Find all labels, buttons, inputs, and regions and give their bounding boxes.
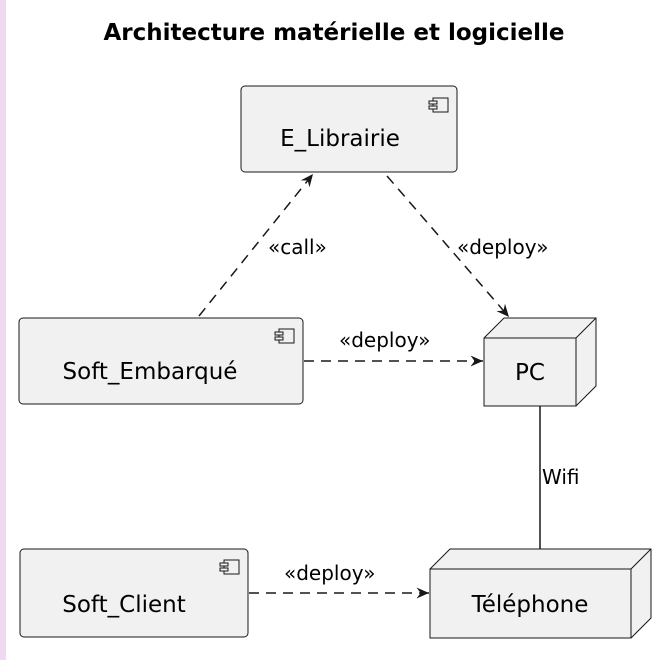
edge-call: «call» [198,173,327,317]
edge-label: «deploy» [339,328,430,352]
component-icon [274,328,295,344]
component-label: E_Librairie [280,126,400,152]
edge-label: Wifi [542,465,580,489]
node-label: PC [515,360,545,386]
diagram-title: Architecture matérielle et logicielle [103,20,565,46]
component-icon [428,97,449,113]
component-e-librairie[interactable]: E_Librairie [240,85,458,173]
edge-label: «deploy» [457,235,548,259]
component-soft-embarque[interactable]: Soft_Embarqué [18,317,304,405]
component-label: Soft_Client [62,592,185,618]
component-icon [219,559,240,575]
edge-wifi: Wifi [539,406,580,549]
edge-label: «call» [268,235,327,259]
component-soft-client[interactable]: Soft_Client [19,548,249,638]
node-label: Téléphone [471,592,589,618]
edge-deploy-elibrairie-pc: «deploy» [386,175,548,318]
component-label: Soft_Embarqué [63,359,238,385]
left-margin-band [0,0,6,660]
node-pc[interactable]: PC [483,317,597,407]
edge-label: «deploy» [284,561,375,585]
node-telephone[interactable]: Téléphone [429,548,652,639]
edge-deploy-softembarque-pc: «deploy» [304,328,483,367]
edge-deploy-softclient-telephone: «deploy» [249,561,429,599]
